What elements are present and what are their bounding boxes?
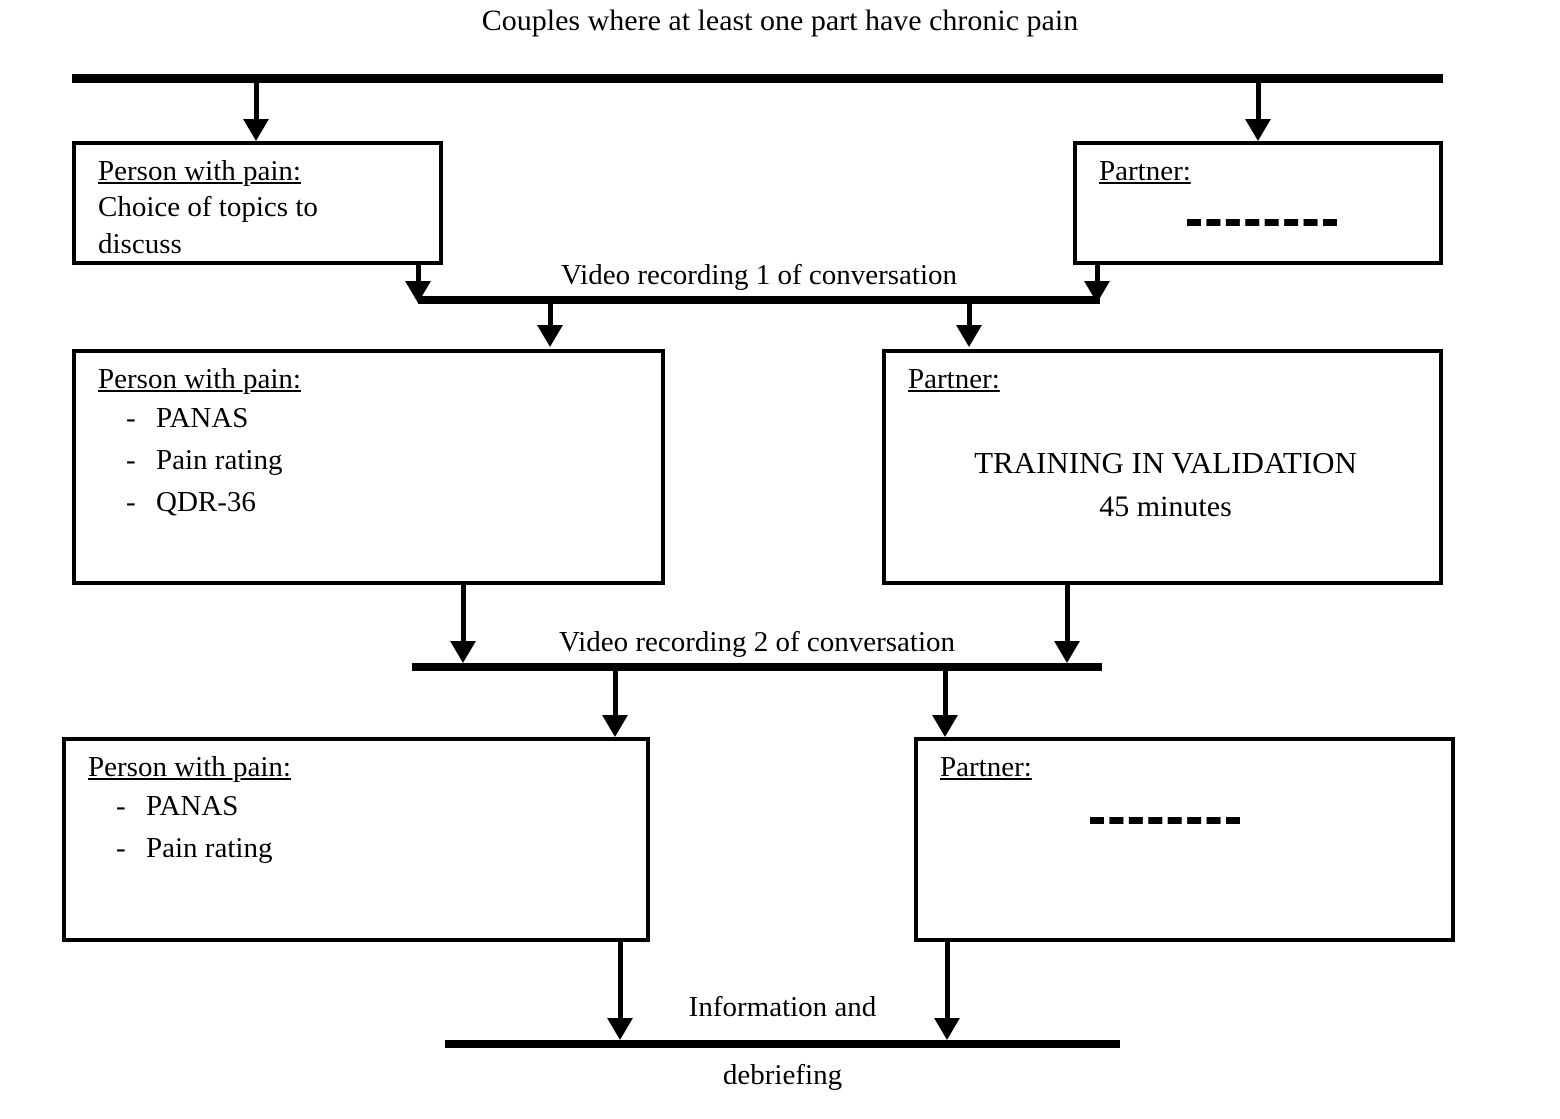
arrowhead-row3-left-to-bottom-bar — [607, 1018, 633, 1040]
page-title: Couples where at least one part have chr… — [481, 4, 1079, 37]
arrowhead-bar2-to-row3-left — [602, 715, 628, 737]
connector-label-video-recording-1: Video recording 1 of conversation — [560, 259, 958, 291]
box-row1-person-heading: Person with pain: — [98, 155, 301, 187]
box-row1-partner-placeholder — [1187, 219, 1337, 226]
list-item: - QDR-36 — [98, 481, 645, 523]
connector-label-debriefing: debriefing — [722, 1059, 843, 1091]
video-recording-2-bar — [412, 663, 1102, 671]
connector-bar2-to-row3-right — [943, 671, 948, 721]
connector-label-information-and: Information and — [688, 991, 877, 1023]
box-row2-person-list: - PANAS - Pain rating - QDR-36 — [98, 397, 645, 523]
list-item-marker: - — [126, 444, 136, 476]
connector-label-video-recording-2: Video recording 2 of conversation — [558, 626, 956, 658]
list-item: - PANAS — [98, 397, 645, 439]
box-row1-partner-heading: Partner: — [1099, 155, 1191, 187]
arrowhead-row2-right-to-bar2 — [1054, 641, 1080, 663]
list-item: - PANAS — [88, 785, 630, 827]
list-item-marker: - — [116, 832, 126, 864]
arrowhead-top-to-row1-right — [1245, 119, 1271, 141]
arrowhead-bar1-to-row2-left — [537, 325, 563, 347]
connector-top-to-row1-left — [254, 83, 259, 123]
debriefing-bar — [445, 1040, 1120, 1048]
connector-row1-right-to-bar1 — [1095, 265, 1100, 291]
box-row1-person-line1: Choice of topics to — [98, 191, 318, 223]
box-row2-partner-body: TRAINING IN VALIDATION 45 minutes — [908, 441, 1423, 529]
connector-row1-left-to-bar1 — [416, 265, 421, 291]
box-row3-partner: Partner: -------------- — [914, 737, 1455, 942]
box-row1-person-with-pain: Person with pain: Choice of topics to di… — [72, 141, 443, 265]
connector-row3-left-to-bottom-bar — [618, 942, 623, 1020]
list-item-marker: - — [126, 402, 136, 434]
connector-row3-right-to-bottom-bar — [945, 942, 950, 1020]
box-row2-partner-heading: Partner: — [908, 363, 1000, 395]
list-item-label: PANAS — [146, 790, 239, 822]
list-item-label: QDR-36 — [156, 486, 256, 518]
connector-bar2-to-row3-left — [613, 671, 618, 721]
box-row1-person-line2: discuss — [98, 228, 182, 260]
list-item-marker: - — [116, 790, 126, 822]
box-row3-partner-heading: Partner: — [940, 751, 1032, 783]
box-row2-person-heading: Person with pain: — [98, 363, 301, 395]
box-row2-person-with-pain: Person with pain: - PANAS - Pain rating … — [72, 349, 665, 585]
list-item: - Pain rating — [98, 439, 645, 481]
connector-bar1-to-row2-left — [548, 304, 553, 332]
box-row3-person-heading: Person with pain: — [88, 751, 291, 783]
list-item-marker: - — [126, 486, 136, 518]
box-row2-partner-sub: 45 minutes — [1099, 490, 1232, 523]
box-row1-partner: Partner: -------------- — [1073, 141, 1443, 265]
video-recording-1-bar — [418, 296, 1100, 304]
box-row3-person-list: - PANAS - Pain rating — [88, 785, 630, 869]
box-row2-partner-main: TRAINING IN VALIDATION — [974, 445, 1357, 480]
connector-bar1-to-row2-right — [967, 304, 972, 332]
box-row3-person-with-pain: Person with pain: - PANAS - Pain rating — [62, 737, 650, 942]
arrowhead-row2-left-to-bar2 — [450, 641, 476, 663]
box-row3-partner-placeholder — [1090, 817, 1240, 824]
connector-row2-left-to-bar2 — [461, 585, 466, 645]
list-item-label: PANAS — [156, 402, 249, 434]
list-item-label: Pain rating — [146, 832, 273, 864]
arrowhead-bar1-to-row2-right — [956, 325, 982, 347]
arrowhead-top-to-row1-left — [243, 119, 269, 141]
list-item: - Pain rating — [88, 827, 630, 869]
connector-row2-right-to-bar2 — [1065, 585, 1070, 645]
arrowhead-row3-right-to-bottom-bar — [934, 1018, 960, 1040]
connector-top-to-row1-right — [1256, 83, 1261, 123]
top-split-bar — [72, 74, 1443, 83]
arrowhead-bar2-to-row3-right — [932, 715, 958, 737]
box-row2-partner-training: Partner: TRAINING IN VALIDATION 45 minut… — [882, 349, 1443, 585]
list-item-label: Pain rating — [156, 444, 283, 476]
